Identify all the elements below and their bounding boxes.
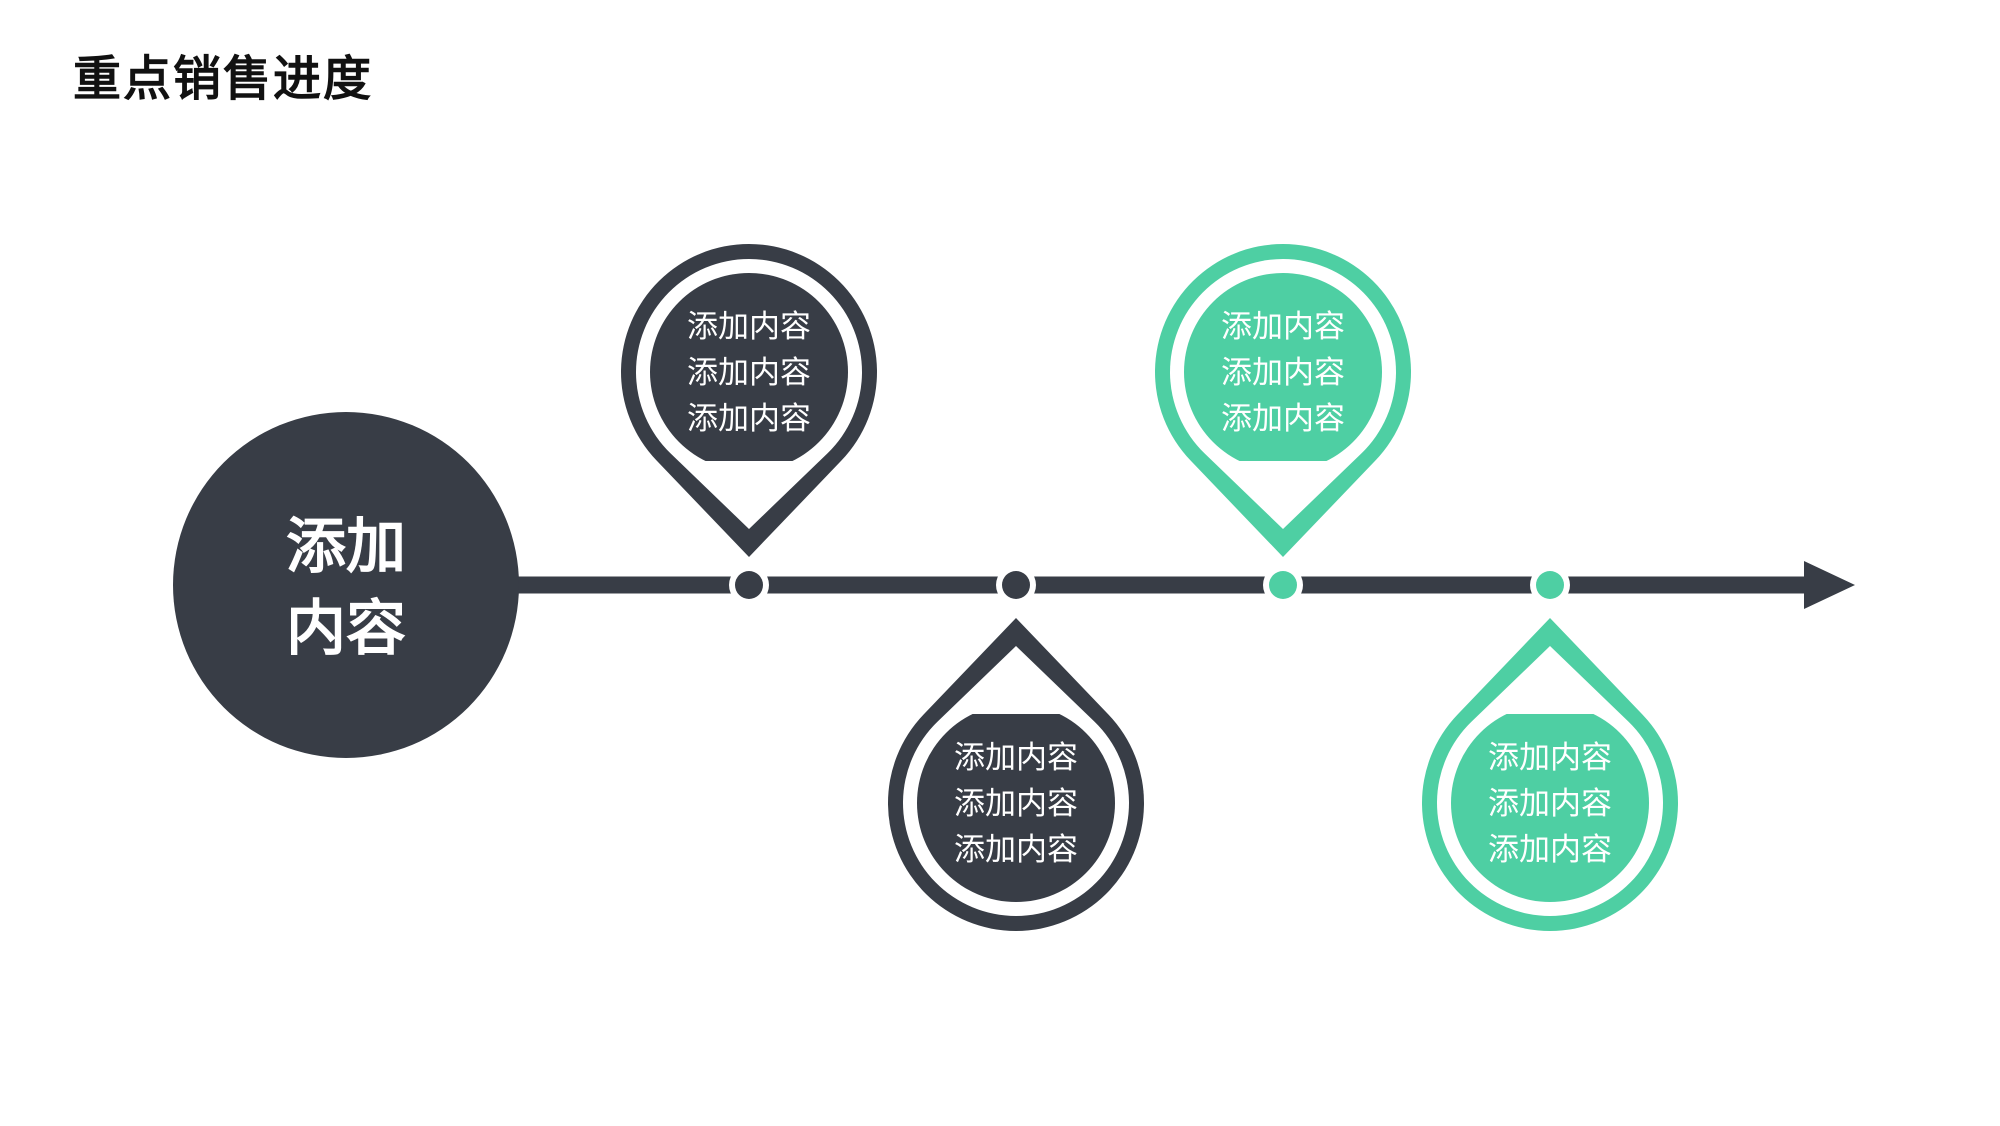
milestone-text-line: 添加内容 [954, 786, 1078, 822]
milestone-text-line: 添加内容 [1488, 832, 1612, 868]
node-dot [1269, 571, 1297, 599]
timeline-node-2 [996, 565, 1036, 605]
hub-label: 内容 [286, 594, 406, 664]
pin-fill [917, 714, 1115, 902]
arrow-right-icon [1804, 561, 1855, 609]
hub-label: 添加 [286, 512, 406, 582]
milestone-text-line: 添加内容 [687, 355, 811, 391]
timeline-node-3 [1263, 565, 1303, 605]
milestone-text-line: 添加内容 [954, 832, 1078, 868]
timeline-node-4 [1530, 565, 1570, 605]
milestone-text-line: 添加内容 [1221, 309, 1345, 345]
hub-node: 添加内容 [173, 412, 519, 758]
pin-fill [1451, 714, 1649, 902]
milestone-text-line: 添加内容 [1221, 355, 1345, 391]
milestone-text-line: 添加内容 [954, 740, 1078, 776]
hub-circle [173, 412, 519, 758]
milestone-text-line: 添加内容 [1488, 740, 1612, 776]
page-title: 重点销售进度 [73, 51, 374, 107]
milestone-text-line: 添加内容 [687, 401, 811, 437]
node-dot [1002, 571, 1030, 599]
pin-fill [650, 273, 848, 461]
pin-fill [1184, 273, 1382, 461]
node-dot [1536, 571, 1564, 599]
milestone-text-line: 添加内容 [1488, 786, 1612, 822]
node-dot [735, 571, 763, 599]
milestone-text-line: 添加内容 [1221, 401, 1345, 437]
milestone-text-line: 添加内容 [687, 309, 811, 345]
timeline-node-1 [729, 565, 769, 605]
